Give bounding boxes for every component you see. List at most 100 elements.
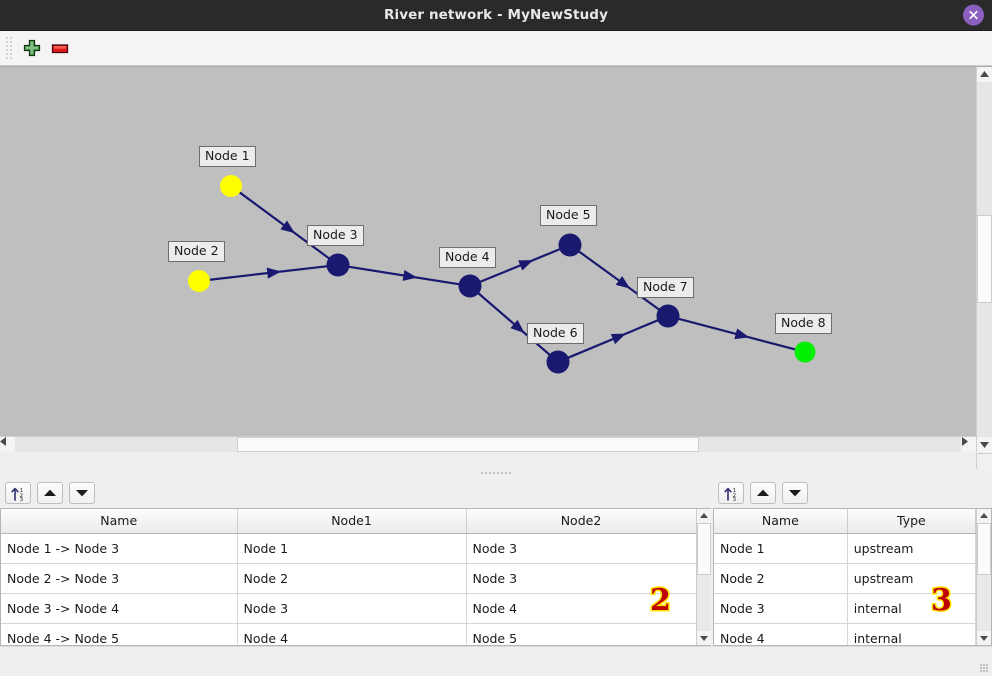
add-node-button[interactable] xyxy=(18,34,46,62)
links-move-up-button[interactable] xyxy=(37,482,63,504)
links-toolbar: 1 2 3 xyxy=(0,478,711,508)
canvas-horizontal-scrollbar[interactable] xyxy=(0,436,976,452)
edge-arrowhead xyxy=(510,319,525,334)
nodes-table-cell[interactable]: internal xyxy=(847,593,976,624)
nodes-table-cell[interactable]: Node 3 xyxy=(714,593,848,624)
graph-node-node-6[interactable] xyxy=(546,350,570,374)
sort-ascending-icon: 1 2 3 xyxy=(11,487,23,501)
network-canvas[interactable]: Node 1 Node 2 Node 3 Node 4 Node 5 Node 6 Node… xyxy=(0,66,976,452)
graph-node-label-node-5[interactable]: Node 5 xyxy=(540,205,597,226)
remove-icon xyxy=(51,43,69,53)
graph-node-label-node-7[interactable]: Node 7 xyxy=(637,277,694,298)
links-table-cell[interactable]: Node 5 xyxy=(466,623,696,645)
nodes-table-cell[interactable]: Node 1 xyxy=(714,533,848,564)
graph-node-node-2[interactable] xyxy=(188,270,210,292)
nodes-table-cell[interactable]: upstream xyxy=(847,533,976,564)
graph-node-label-node-3[interactable]: Node 3 xyxy=(307,225,364,246)
links-table-vscrollbar[interactable] xyxy=(696,509,711,645)
links-table-cell[interactable]: Node 4 xyxy=(237,623,467,645)
graph-node-node-4[interactable] xyxy=(458,274,482,298)
vertical-splitter[interactable] xyxy=(711,478,713,646)
graph-node-node-7[interactable] xyxy=(656,304,680,328)
vscroll-down-arrow[interactable] xyxy=(977,437,992,452)
links-table-cell[interactable]: Node 1 xyxy=(237,533,467,564)
nodes-table-cell[interactable]: internal xyxy=(847,623,976,645)
links-table-cell[interactable]: Node 3 xyxy=(466,533,696,564)
graph-node-label-node-6[interactable]: Node 6 xyxy=(527,323,584,344)
links-move-down-button[interactable] xyxy=(69,482,95,504)
delete-node-button[interactable] xyxy=(46,34,74,62)
vscroll-thumb[interactable] xyxy=(977,215,992,303)
splitter-grip xyxy=(481,472,511,475)
links-table-cell[interactable]: Node 1 -> Node 3 xyxy=(1,533,238,564)
nodes-move-down-button[interactable] xyxy=(782,482,808,504)
links-table-cell[interactable]: Node 3 xyxy=(466,563,696,594)
graph-node-label-node-4[interactable]: Node 4 xyxy=(439,247,496,268)
links-vscroll-thumb[interactable] xyxy=(697,523,711,575)
close-icon[interactable] xyxy=(963,4,984,26)
hscroll-left-arrow[interactable] xyxy=(0,437,15,452)
triangle-up-icon xyxy=(757,489,769,496)
graph-node-node-5[interactable] xyxy=(558,233,582,257)
links-table-column-header-1[interactable]: Node1 xyxy=(237,509,467,534)
network-graph xyxy=(188,175,816,374)
graph-node-node-1[interactable] xyxy=(220,175,242,197)
horizontal-splitter[interactable] xyxy=(0,469,992,478)
links-table-cell[interactable]: Node 4 xyxy=(466,593,696,624)
nodes-vscroll-up-arrow[interactable] xyxy=(977,509,991,523)
nodes-table-column-header-1[interactable]: Type xyxy=(847,509,976,534)
edge[interactable] xyxy=(477,292,551,356)
links-sort-button[interactable]: 1 2 3 xyxy=(5,482,31,504)
links-table-cell[interactable]: Node 2 -> Node 3 xyxy=(1,563,238,594)
nodes-sort-button[interactable]: 1 2 3 xyxy=(718,482,744,504)
links-table-cell[interactable]: Node 2 xyxy=(237,563,467,594)
links-table-column-header-0[interactable]: Name xyxy=(1,509,238,534)
links-vscroll-down-arrow[interactable] xyxy=(697,631,711,645)
graph-node-node-3[interactable] xyxy=(326,253,350,277)
links-table-cell[interactable]: Node 3 -> Node 4 xyxy=(1,593,238,624)
graph-node-label-node-2[interactable]: Node 2 xyxy=(168,241,225,262)
nodes-move-up-button[interactable] xyxy=(750,482,776,504)
nodes-vscroll-thumb[interactable] xyxy=(977,523,991,575)
nodes-vscroll-down-arrow[interactable] xyxy=(977,631,991,645)
edge-arrowhead xyxy=(266,267,282,279)
links-vscroll-up-arrow[interactable] xyxy=(697,509,711,523)
graph-node-node-8[interactable] xyxy=(794,341,816,363)
links-table-cell[interactable]: Node 3 xyxy=(237,593,467,624)
graph-node-label-node-1[interactable]: Node 1 xyxy=(199,146,256,167)
nodes-table-column-header-0[interactable]: Name xyxy=(714,509,848,534)
svg-text:3: 3 xyxy=(733,497,736,501)
nodes-table-cell[interactable]: Node 2 xyxy=(714,563,848,594)
links-table-column-header-2[interactable]: Node2 xyxy=(466,509,696,534)
graph-node-label-node-8[interactable]: Node 8 xyxy=(775,313,832,334)
edge[interactable] xyxy=(479,247,561,284)
nodes-table-cell[interactable]: Node 4 xyxy=(714,623,848,645)
graph-panel: Node 1 Node 2 Node 3 Node 4 Node 5 Node 6 Node… xyxy=(0,66,992,469)
window-resize-grip[interactable] xyxy=(980,664,989,673)
hscroll-right-arrow[interactable] xyxy=(961,437,976,452)
hscroll-thumb[interactable] xyxy=(237,437,699,452)
edge-arrowhead xyxy=(615,275,631,289)
canvas-vertical-scrollbar[interactable] xyxy=(976,66,992,452)
nodes-table-cell[interactable]: upstream xyxy=(847,563,976,594)
nodes-table-vscrollbar[interactable] xyxy=(976,509,991,645)
toolbar-grip[interactable] xyxy=(6,37,12,59)
links-table-cell[interactable]: Node 4 -> Node 5 xyxy=(1,623,238,645)
vscroll-up-arrow[interactable] xyxy=(977,67,992,82)
